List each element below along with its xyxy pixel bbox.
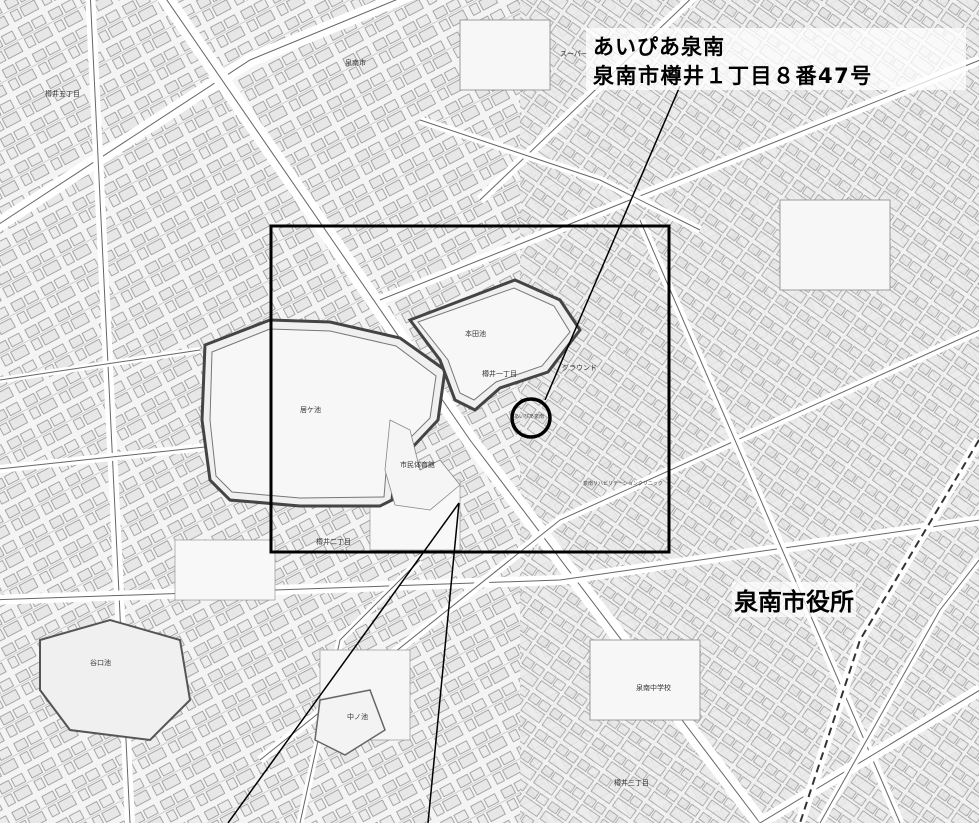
label-district-2: 樽井二丁目 bbox=[316, 537, 351, 546]
facility-name: あいぴあ泉南 bbox=[593, 35, 725, 59]
label-ground: グラウンド bbox=[562, 363, 597, 372]
label-district-3: 樽井三丁目 bbox=[614, 778, 649, 787]
label-district-1: 樽井一丁目 bbox=[482, 369, 517, 378]
label-pref: 泉南市 bbox=[345, 58, 366, 67]
label-school: 泉南中学校 bbox=[636, 683, 671, 692]
location-circle-marker[interactable] bbox=[510, 397, 552, 439]
label-taniguchi-pond: 谷口池 bbox=[90, 658, 111, 667]
label-facility-on-map: あいぴあ泉南 bbox=[514, 413, 544, 420]
leader-line-left bbox=[227, 502, 460, 823]
label-shop: スーパー bbox=[560, 50, 588, 58]
label-clinic: 泉南リハビリテーションクリニック bbox=[583, 480, 663, 487]
facility-callout-box bbox=[586, 28, 966, 90]
leader-line-callout bbox=[544, 85, 681, 401]
label-district-top: 樽井五丁目 bbox=[45, 89, 80, 98]
label-naka-pond: 中ノ池 bbox=[347, 712, 368, 721]
pond-naka bbox=[314, 689, 386, 756]
label-library: 市民体育館 bbox=[400, 460, 435, 469]
label-honden-pond: 本田池 bbox=[465, 329, 486, 338]
open-spaces bbox=[174, 19, 891, 741]
urban-blocks-east bbox=[520, 0, 979, 823]
map-small-labels: 本田池 居ケ池 谷口池 中ノ池 市民体育館 グラウンド 樽井一丁目 樽井二丁目 … bbox=[45, 50, 671, 787]
label-ga-pond: 居ケ池 bbox=[300, 405, 321, 414]
railway-line bbox=[795, 437, 979, 823]
focus-frame bbox=[269, 224, 671, 554]
pond-taniguchi bbox=[39, 618, 192, 742]
ponds bbox=[39, 278, 582, 756]
facility-address: 泉南市樽井１丁目８番47号 bbox=[593, 64, 873, 88]
city-hall-label: 泉南市役所 bbox=[732, 582, 856, 617]
leader-line-right bbox=[427, 502, 460, 823]
